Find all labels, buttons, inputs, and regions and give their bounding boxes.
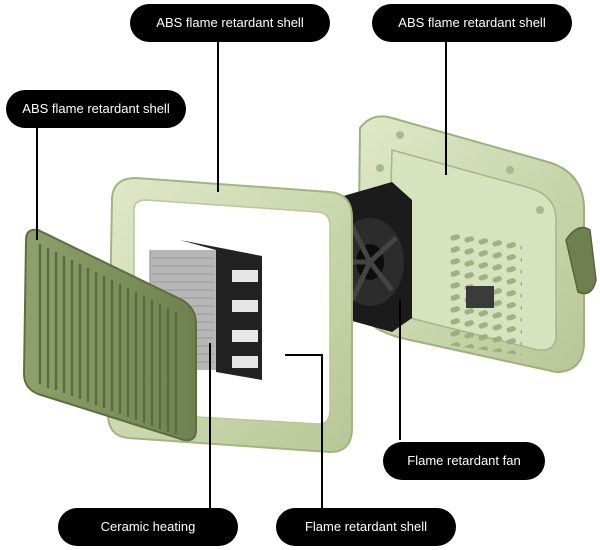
- leader-inner-shell: [285, 354, 323, 508]
- label-abs-shell-right: ABS flame retardant shell: [372, 4, 572, 42]
- label-ceramic-heating: Ceramic heating: [58, 508, 238, 546]
- label-flame-retardant-shell: Flame retardant shell: [276, 508, 456, 546]
- leader-lines: [36, 40, 447, 510]
- label-abs-shell-left: ABS flame retardant shell: [6, 90, 186, 128]
- label-abs-shell-top: ABS flame retardant shell: [130, 4, 330, 42]
- front-grille: [22, 228, 197, 442]
- label-flame-retardant-fan: Flame retardant fan: [383, 442, 545, 480]
